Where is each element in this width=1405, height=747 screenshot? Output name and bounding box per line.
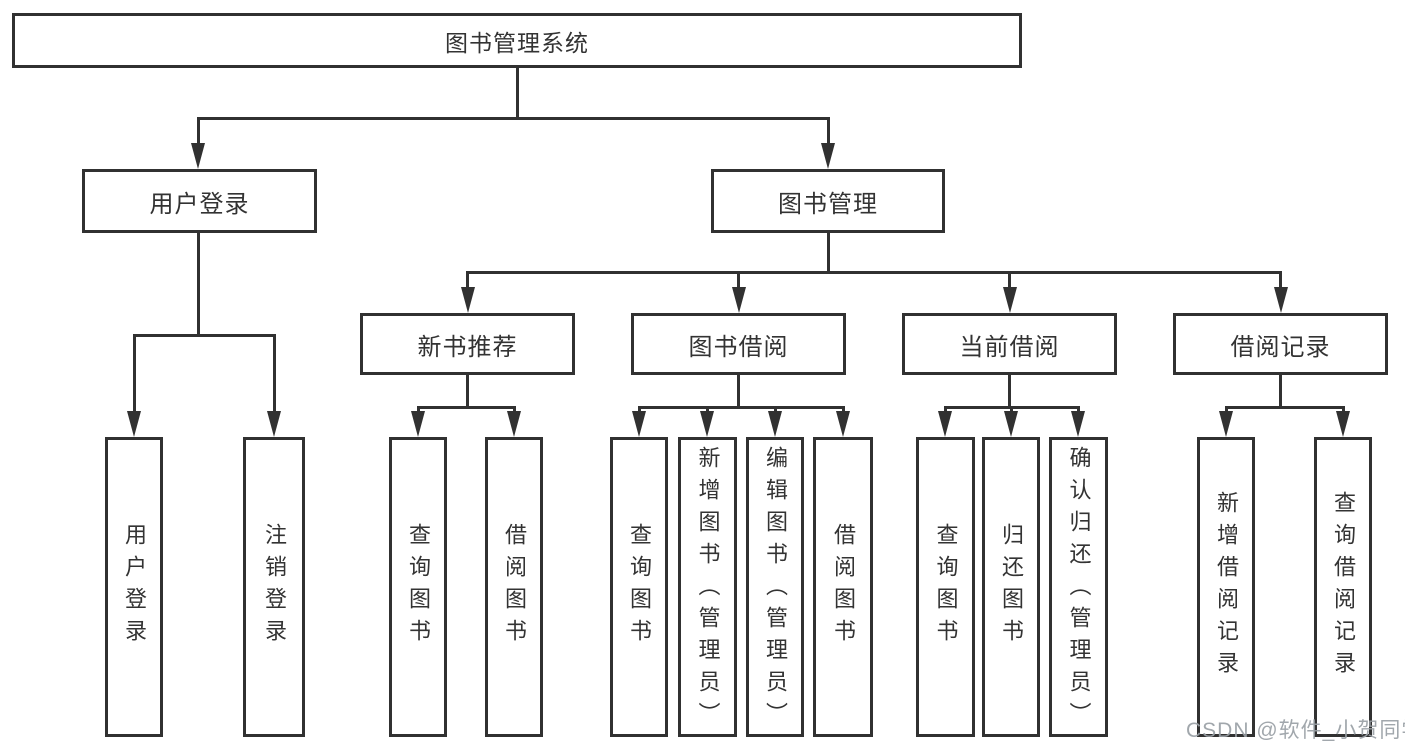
node-book-management: 图书管理 (711, 169, 945, 233)
connector-drop (1342, 406, 1345, 414)
connector-drop (1077, 406, 1080, 414)
arrowhead-icon (1274, 287, 1288, 313)
leaf-add-books-admin: 新增图书（管理员） (678, 437, 737, 737)
connector-drop (827, 117, 830, 145)
node-new-book-recommendation: 新书推荐 (360, 313, 575, 375)
arrowhead-icon (836, 411, 850, 437)
arrowhead-icon (732, 287, 746, 313)
arrowhead-icon (267, 411, 281, 437)
connector-book-management-stem (827, 233, 830, 273)
leaf-logout: 注销登录 (243, 437, 305, 737)
connector-root-stem (516, 68, 519, 118)
connector-drop (466, 271, 469, 288)
leaf-return-books: 归还图书 (982, 437, 1040, 737)
connector-branch (417, 406, 516, 409)
connector-level2-branch (197, 117, 830, 120)
leaf-add-borrow-record: 新增借阅记录 (1197, 437, 1255, 737)
connector-branch (638, 406, 844, 409)
arrowhead-icon (700, 411, 714, 437)
arrowhead-icon (1219, 411, 1233, 437)
connector-branch (1225, 406, 1344, 409)
arrowhead-icon (411, 411, 425, 437)
connector-drop (133, 334, 136, 412)
connector-stem (1279, 375, 1282, 408)
connector-drop (273, 334, 276, 412)
node-current-borrowing: 当前借阅 (902, 313, 1117, 375)
connector-drop (1010, 406, 1013, 414)
arrowhead-icon (191, 143, 205, 169)
leaf-query-books-current: 查询图书 (916, 437, 975, 737)
arrowhead-icon (632, 411, 646, 437)
csdn-watermark: CSDN @软件_小贺同学 (1186, 719, 1405, 742)
arrowhead-icon (1004, 411, 1018, 437)
connector-drop (842, 406, 845, 414)
connector-drop (197, 117, 200, 145)
leaf-borrow-books: 借阅图书 (813, 437, 873, 737)
connector-drop (417, 406, 420, 414)
connector-drop (1279, 271, 1282, 288)
connector-drop (774, 406, 777, 414)
connector-drop (638, 406, 641, 414)
arrowhead-icon (768, 411, 782, 437)
leaf-query-books-recommend: 查询图书 (389, 437, 447, 737)
leaf-query-books-borrowing: 查询图书 (610, 437, 668, 737)
arrowhead-icon (461, 287, 475, 313)
connector-level3-branch (466, 271, 1282, 274)
connector-stem (737, 375, 740, 408)
arrowhead-icon (1336, 411, 1350, 437)
leaf-confirm-return-admin: 确认归还（管理员） (1049, 437, 1108, 737)
connector-drop (706, 406, 709, 414)
connector-drop (513, 406, 516, 414)
arrowhead-icon (127, 411, 141, 437)
arrowhead-icon (1071, 411, 1085, 437)
leaf-user-login: 用户登录 (105, 437, 163, 737)
arrowhead-icon (507, 411, 521, 437)
node-book-borrowing: 图书借阅 (631, 313, 846, 375)
arrowhead-icon (1003, 287, 1017, 313)
connector-stem (1008, 375, 1011, 408)
arrowhead-icon (821, 143, 835, 169)
connector-drop (1225, 406, 1228, 414)
node-user-login: 用户登录 (82, 169, 317, 233)
node-library-management-system: 图书管理系统 (12, 13, 1022, 68)
leaf-query-borrow-record: 查询借阅记录 (1314, 437, 1372, 737)
arrowhead-icon (938, 411, 952, 437)
connector-drop (1008, 271, 1011, 288)
leaf-borrow-books-recommend: 借阅图书 (485, 437, 543, 737)
connector-user-login-branch (133, 334, 276, 337)
node-borrowing-records: 借阅记录 (1173, 313, 1388, 375)
connector-user-login-stem (197, 233, 200, 336)
leaf-edit-books-admin: 编辑图书（管理员） (746, 437, 804, 737)
connector-drop (944, 406, 947, 414)
connector-stem (466, 375, 469, 408)
connector-drop (737, 271, 740, 288)
